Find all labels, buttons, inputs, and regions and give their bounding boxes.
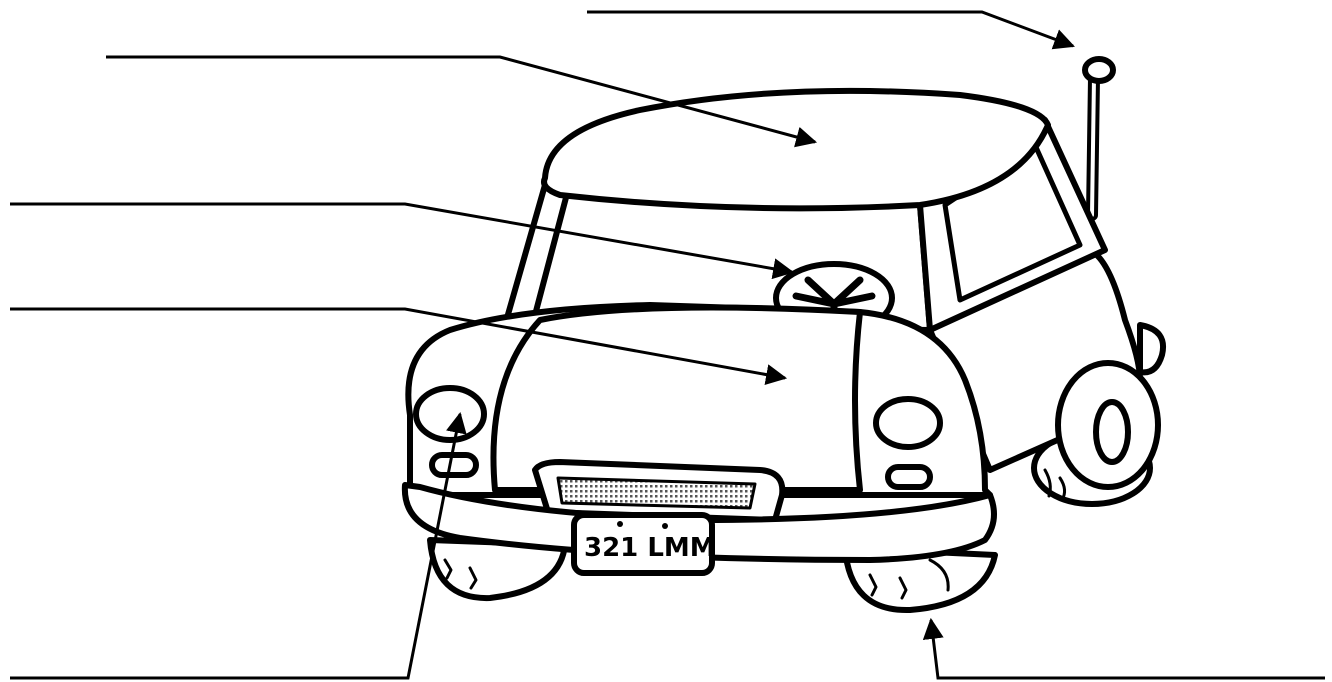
antenna bbox=[1085, 59, 1113, 215]
side-wheel bbox=[1058, 363, 1158, 487]
side-mirror bbox=[1140, 325, 1163, 372]
license-plate-text: 321 LMM bbox=[584, 533, 716, 563]
roof bbox=[544, 91, 1048, 208]
right-headlight bbox=[876, 399, 940, 487]
label-line-headlight bbox=[10, 414, 460, 678]
label-line-wheel bbox=[931, 620, 1325, 678]
label-line-antenna bbox=[587, 12, 1073, 46]
